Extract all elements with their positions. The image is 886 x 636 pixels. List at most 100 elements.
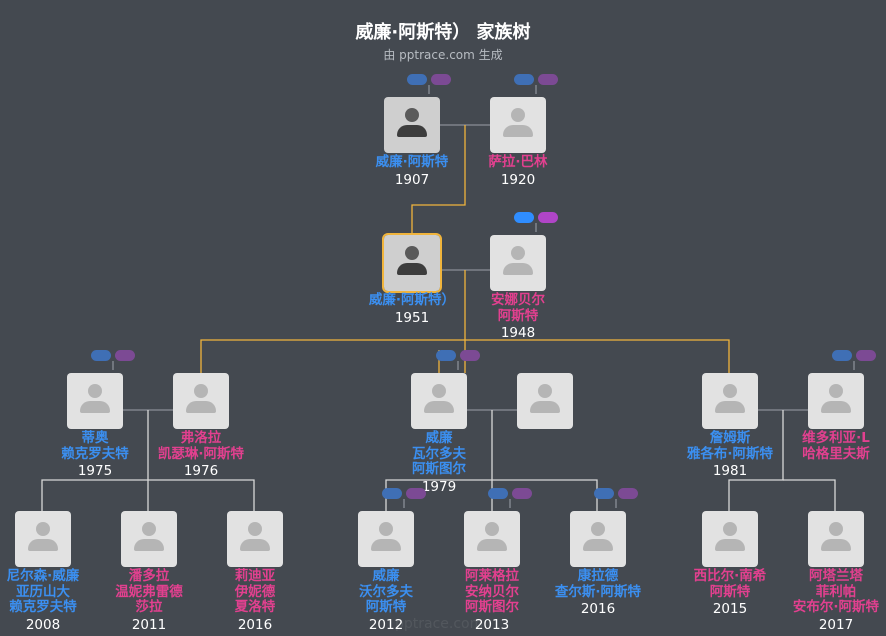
person-name-line[interactable]: 凯瑟琳·阿斯特 xyxy=(157,445,245,462)
person-name-line[interactable]: 阿莱格拉 xyxy=(465,568,519,584)
person-name-line[interactable]: 菲利帕 xyxy=(815,583,857,600)
person-name-line[interactable]: 詹姆斯 xyxy=(709,430,751,446)
person-photo-p4[interactable] xyxy=(490,235,546,291)
expand-link-purple-icon[interactable] xyxy=(538,74,558,85)
avatar-head-icon xyxy=(485,522,499,536)
expand-link-blue-icon[interactable] xyxy=(382,488,402,499)
person-name-line[interactable]: 威廉·阿斯特） xyxy=(368,292,456,308)
person-name-line[interactable]: 阿斯特 xyxy=(709,583,751,600)
person-name-line[interactable]: 瓦尔多夫 xyxy=(412,445,466,462)
person-photo-p7[interactable] xyxy=(411,373,467,429)
person-name-line[interactable]: 雅各布·阿斯特 xyxy=(686,445,774,462)
avatar-head-icon xyxy=(511,246,525,260)
person-photo-p8[interactable] xyxy=(517,373,573,429)
person-birth-year: 1907 xyxy=(394,171,430,188)
person-name-line[interactable]: 萨拉·巴林 xyxy=(488,154,548,170)
person-name-line[interactable]: 威廉 xyxy=(425,430,453,446)
person-name-line[interactable]: 莎拉 xyxy=(135,599,163,615)
avatar-body-icon xyxy=(186,401,216,413)
person-name-line[interactable]: 安纳贝尔 xyxy=(465,583,519,600)
avatar-head-icon xyxy=(248,522,262,536)
expand-link-purple-icon[interactable] xyxy=(856,350,876,361)
page-title: 威廉·阿斯特） 家族树 xyxy=(355,22,531,43)
person-photo-p6[interactable] xyxy=(173,373,229,429)
person-name-line[interactable]: 潘多拉 xyxy=(128,568,170,584)
person-name-line[interactable]: 阿斯图尔 xyxy=(465,599,519,615)
avatar-body-icon xyxy=(424,401,454,413)
person-photo-p13[interactable] xyxy=(227,511,283,567)
person-name-line[interactable]: 安娜贝尔 xyxy=(491,292,545,308)
person-name-line[interactable]: 哈格里夫斯 xyxy=(802,445,870,462)
expand-link-purple-icon[interactable] xyxy=(115,350,135,361)
person-birth-year: 2013 xyxy=(474,616,510,633)
person-name-line[interactable]: 蒂奥 xyxy=(81,430,109,446)
avatar-body-icon xyxy=(503,125,533,137)
person-photo-p17[interactable] xyxy=(702,511,758,567)
avatar-body-icon xyxy=(821,401,851,413)
person-name-line[interactable]: 康拉德 xyxy=(577,568,619,584)
person-name-line[interactable]: 查尔斯·阿斯特 xyxy=(554,583,642,600)
avatar-body-icon xyxy=(583,539,613,551)
expand-link-blue-icon[interactable] xyxy=(91,350,111,361)
person-birth-year: 1976 xyxy=(183,463,219,479)
expand-link-blue-icon[interactable] xyxy=(594,488,614,499)
person-photo-p10[interactable] xyxy=(808,373,864,429)
person-name-line[interactable]: 阿斯特 xyxy=(365,599,407,615)
person-birth-year: 2016 xyxy=(237,616,273,633)
person-photo-p11[interactable] xyxy=(15,511,71,567)
person-name-line[interactable]: 阿斯特 xyxy=(497,307,539,324)
expand-link-blue-icon[interactable] xyxy=(407,74,427,85)
expand-link-purple-icon[interactable] xyxy=(538,212,558,223)
expand-link-blue-icon[interactable] xyxy=(436,350,456,361)
person-name-line[interactable]: 亚历山大 xyxy=(16,583,70,600)
expand-link-purple-icon[interactable] xyxy=(618,488,638,499)
person-photo-p1[interactable] xyxy=(384,97,440,153)
parent-child-link xyxy=(465,339,730,373)
person-name-line[interactable]: 尼尔森·威廉 xyxy=(6,568,80,584)
person-photo-p16[interactable] xyxy=(570,511,626,567)
person-name-line[interactable]: 伊妮德 xyxy=(234,583,276,600)
parent-child-link xyxy=(728,410,784,511)
person-photo-p14[interactable] xyxy=(358,511,414,567)
expand-link-blue-icon[interactable] xyxy=(832,350,852,361)
person-birth-year: 2016 xyxy=(580,601,616,617)
avatar-body-icon xyxy=(477,539,507,551)
person-photo-p12[interactable] xyxy=(121,511,177,567)
avatar-body-icon xyxy=(715,539,745,551)
person-name-line[interactable]: 西比尔·南希 xyxy=(693,568,767,584)
person-birth-year: 1948 xyxy=(500,325,536,341)
expand-link-blue-icon[interactable] xyxy=(514,212,534,223)
person-name-line[interactable]: 威廉 xyxy=(372,568,400,584)
person-photo-p2[interactable] xyxy=(490,97,546,153)
expand-link-purple-icon[interactable] xyxy=(431,74,451,85)
person-name-line[interactable]: 阿斯图尔 xyxy=(412,461,466,477)
person-name-line[interactable]: 阿塔兰塔 xyxy=(809,568,863,584)
avatar-body-icon xyxy=(371,539,401,551)
person-photo-p5[interactable] xyxy=(67,373,123,429)
person-name-line[interactable]: 夏洛特 xyxy=(234,599,276,615)
person-name-line[interactable]: 赖克罗夫特 xyxy=(61,445,129,462)
person-name-line[interactable]: 安布尔·阿斯特 xyxy=(792,599,880,615)
person-name-line[interactable]: 赖克罗夫特 xyxy=(9,599,77,615)
expand-link-purple-icon[interactable] xyxy=(406,488,426,499)
expand-link-blue-icon[interactable] xyxy=(514,74,534,85)
person-name-line[interactable]: 温妮弗雷德 xyxy=(115,583,183,600)
person-birth-year: 2015 xyxy=(712,601,748,617)
expand-link-blue-icon[interactable] xyxy=(488,488,508,499)
person-photo-p3[interactable] xyxy=(382,233,442,293)
expand-link-purple-icon[interactable] xyxy=(460,350,480,361)
person-name-line[interactable]: 弗洛拉 xyxy=(180,430,222,446)
avatar-body-icon xyxy=(240,539,270,551)
avatar-head-icon xyxy=(194,384,208,398)
avatar-head-icon xyxy=(379,522,393,536)
person-photo-p18[interactable] xyxy=(808,511,864,567)
person-name-line[interactable]: 威廉·阿斯特 xyxy=(375,154,449,170)
person-name-line[interactable]: 沃尔多夫 xyxy=(359,583,413,600)
expand-link-purple-icon[interactable] xyxy=(512,488,532,499)
person-name-line[interactable]: 维多利亚·L xyxy=(802,430,870,446)
person-name-line[interactable]: 莉迪亚 xyxy=(234,568,276,584)
person-photo-p15[interactable] xyxy=(464,511,520,567)
person-photo-p9[interactable] xyxy=(702,373,758,429)
avatar-body-icon xyxy=(715,401,745,413)
